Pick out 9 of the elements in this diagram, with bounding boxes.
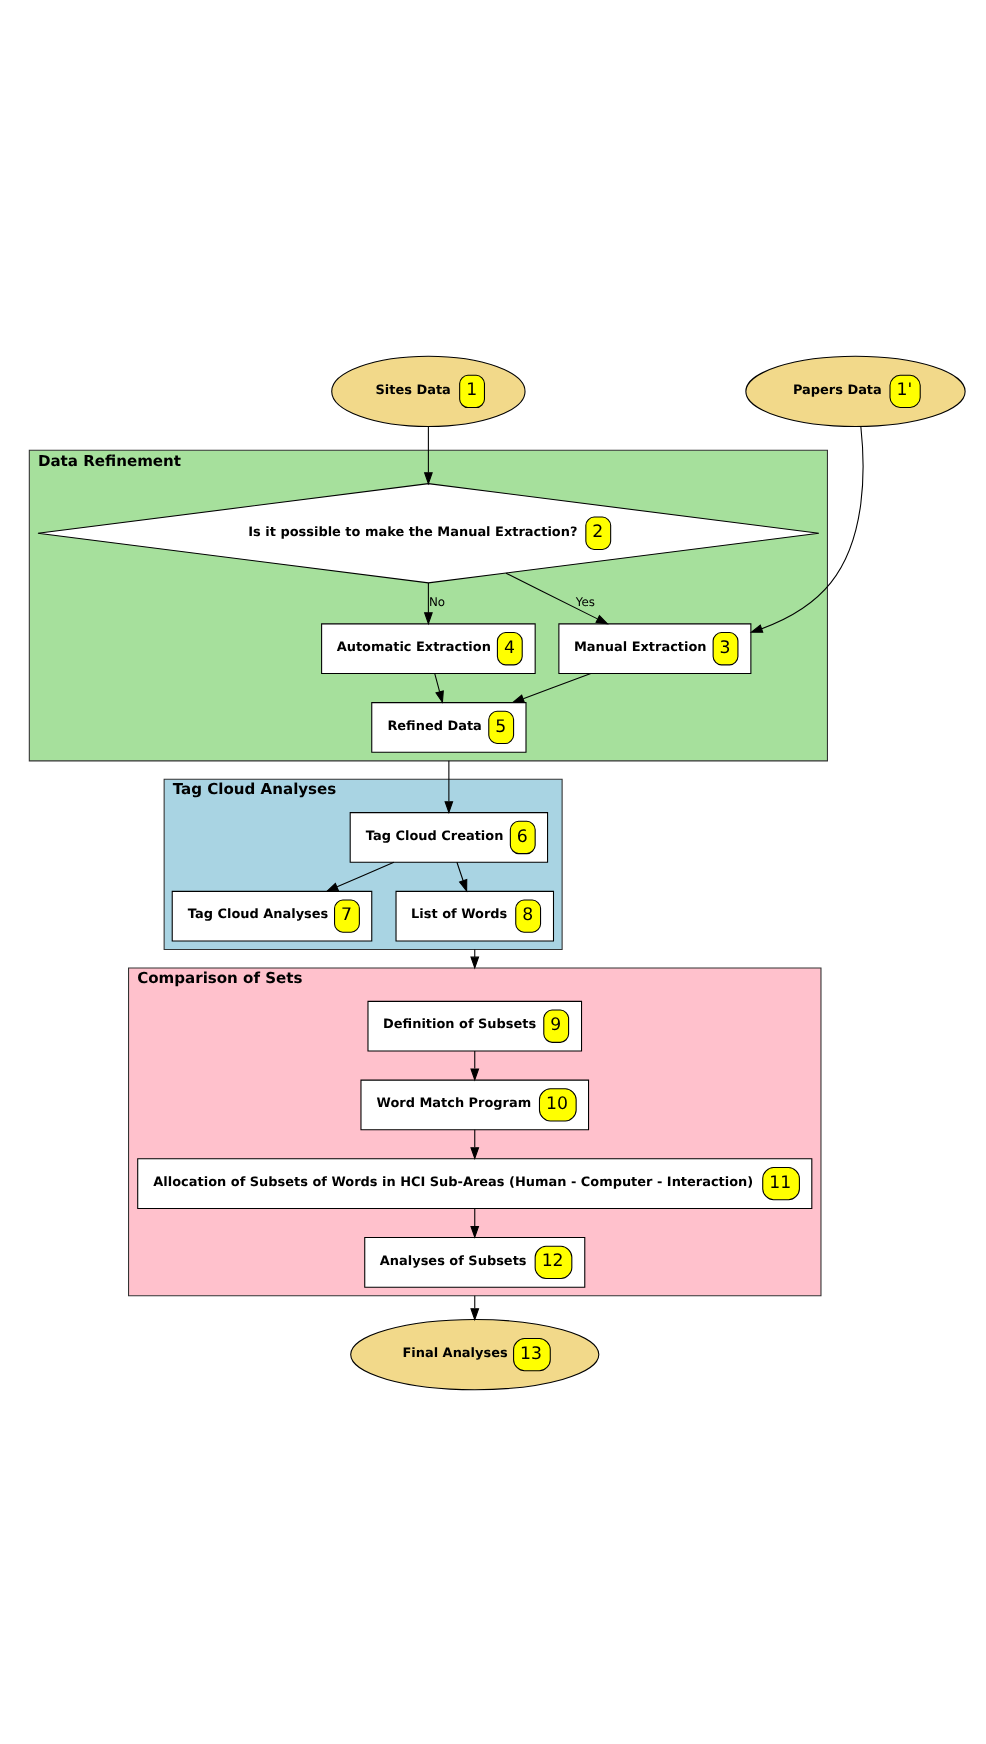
arrow: [505, 571, 609, 624]
arrow: [444, 759, 454, 814]
arrow: [434, 672, 444, 703]
arrow: [423, 425, 433, 485]
arrow: [511, 672, 592, 703]
arrow: [423, 581, 433, 625]
arrow: [456, 860, 468, 892]
arrow: [749, 425, 864, 632]
arrow: [325, 860, 395, 891]
